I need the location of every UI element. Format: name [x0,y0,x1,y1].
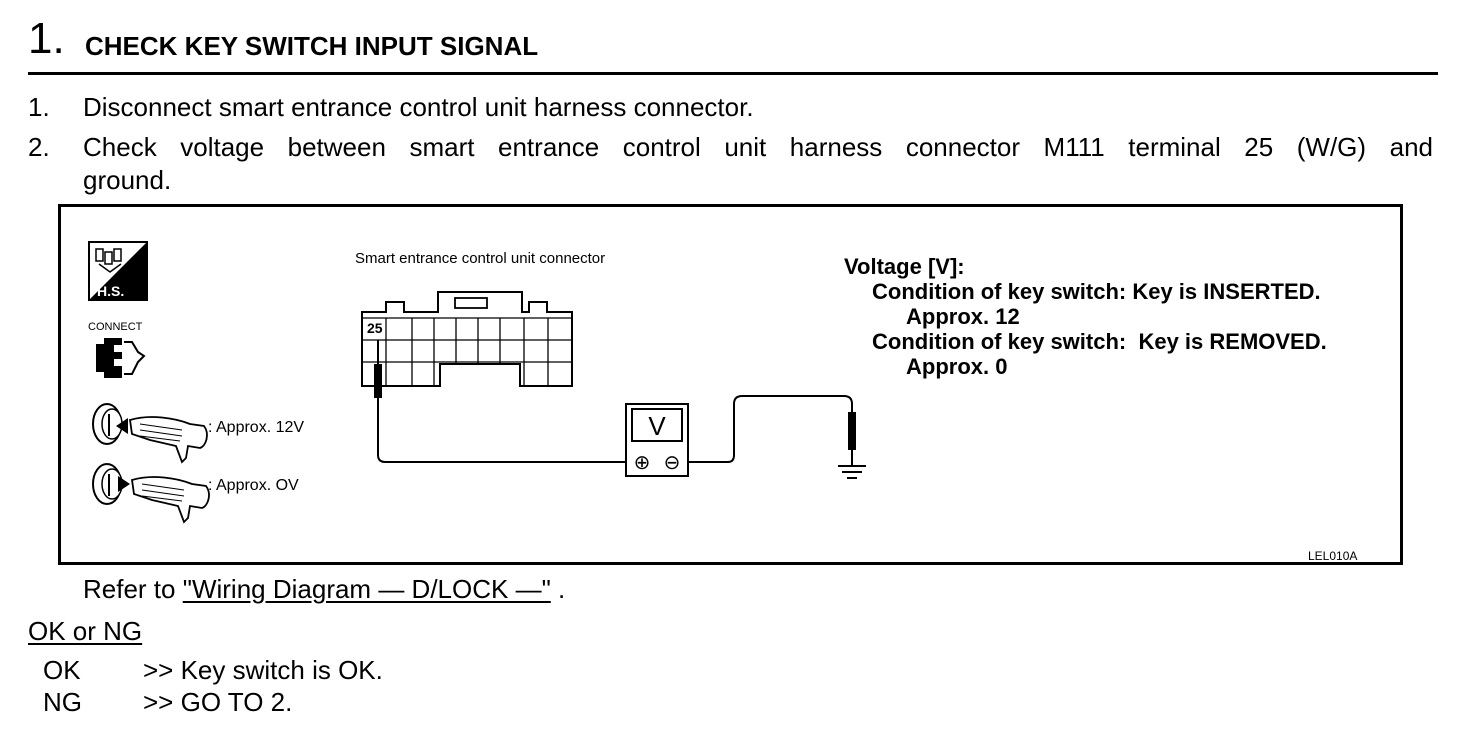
meter-minus-terminal: ⊖ [664,452,681,474]
terminal-number: 25 [367,320,383,336]
result-ng-key: NG [43,687,82,717]
condition-inserted: Condition of key switch: Key is INSERTED… [872,279,1321,304]
result-ok-text: >> Key switch is OK. [143,655,383,685]
step-number: 1. [28,14,65,63]
result-ok-key: OK [43,655,81,685]
figure-code: LEL010A [1308,549,1357,562]
value-removed: Approx. 0 [906,354,1007,379]
title-divider [28,72,1438,75]
condition-removed: Condition of key switch: Key is REMOVED. [872,329,1327,354]
hs-label: H.S. [97,283,124,299]
key-inserted-icon [92,403,208,464]
ok-ng-heading: OK or NG [28,616,143,646]
negative-probe [838,412,866,479]
positive-probe [374,340,382,398]
meter-plus-terminal: ⊕ [634,452,651,474]
instruction-2-text: Check voltage between smart entrance con… [83,132,1433,162]
voltmeter: V ⊕ ⊖ [625,403,689,477]
connector-title: Smart entrance control unit connector [355,250,605,267]
step-title: CHECK KEY SWITCH INPUT SIGNAL [85,31,539,61]
voltmeter-symbol: V [648,411,666,441]
key-removed-icon [92,463,210,524]
wiring-diagram-link[interactable]: "Wiring Diagram — D/LOCK —" [182,574,551,604]
result-ng-text: >> GO TO 2. [143,687,293,717]
refer-suffix: . [550,574,566,604]
instruction-1-number: 1. [28,92,50,122]
connector-m111-face [361,291,573,387]
instruction-2-number: 2. [28,132,50,162]
positive-lead-wire [377,398,628,463]
key-inserted-label: : Approx. 12V [208,419,304,436]
negative-lead-wire [686,395,853,463]
connect-label: CONNECT [88,321,143,333]
value-inserted: Approx. 12 [906,304,1020,329]
key-removed-label: : Approx. OV [208,477,299,494]
refer-prefix: Refer to [83,574,183,604]
harness-side-icon: H.S. [88,241,148,301]
diagram-frame [58,204,1403,565]
voltage-heading: Voltage [V]: [844,254,965,279]
connect-icon: CONNECT [88,321,146,378]
instruction-1-text: Disconnect smart entrance control unit h… [83,92,754,122]
instruction-2-text-continued: ground. [83,165,172,195]
wiring-check-diagram: H.S. CONNECT : Approx. 12V : Approx. OV … [88,241,1357,562]
refer-line: Refer to "Wiring Diagram — D/LOCK —" . [83,572,565,606]
